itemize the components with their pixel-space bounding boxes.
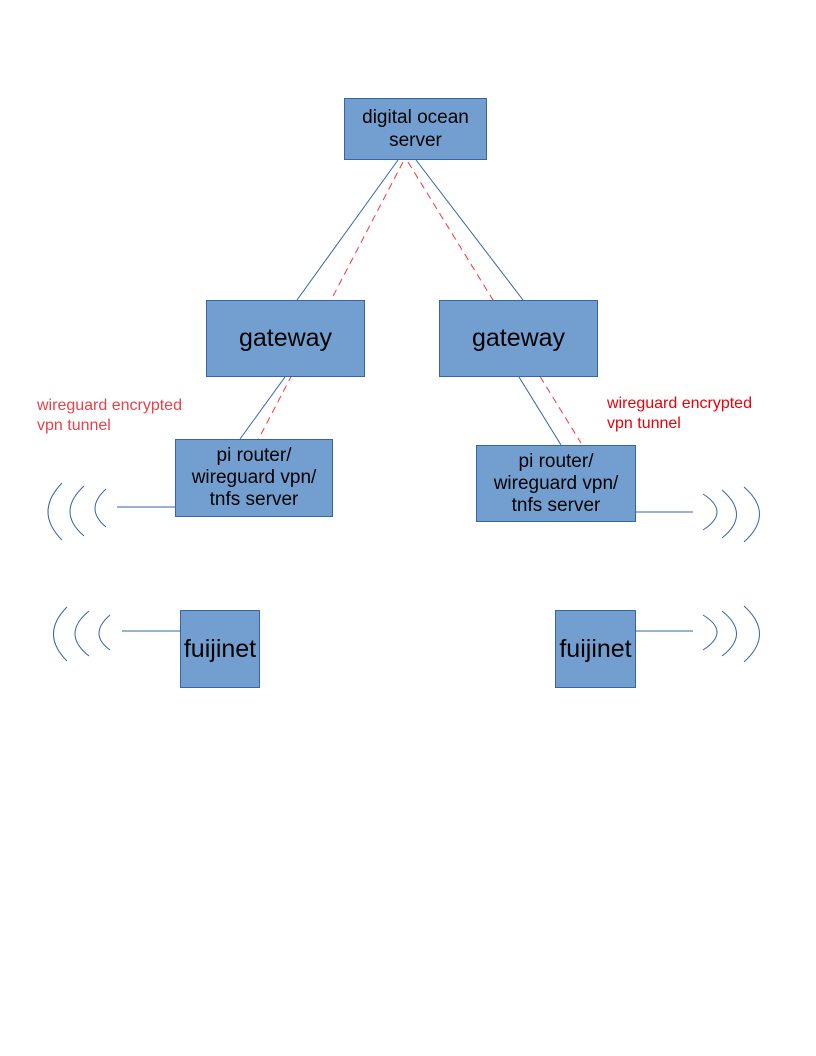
tunnel-right bbox=[407, 161, 582, 444]
fujinet-left-node: fuijinet bbox=[180, 610, 260, 688]
link-server-gateway-right bbox=[415, 159, 524, 301]
digital-ocean-server-node: digital ocean server bbox=[344, 98, 487, 160]
wifi-links bbox=[117, 506, 693, 632]
link-gateway-router-right bbox=[518, 376, 562, 446]
node-label: gateway bbox=[238, 324, 333, 352]
pi-router-left-node: pi router/ wireguard vpn/ tnfs server bbox=[175, 439, 333, 517]
node-label: digital ocean server bbox=[362, 107, 469, 151]
links bbox=[239, 159, 562, 446]
wifi-signal-icon bbox=[702, 486, 760, 543]
node-label: gateway bbox=[471, 324, 566, 352]
node-label: pi router/ wireguard vpn/ tnfs server bbox=[191, 445, 317, 510]
fujinet-right-node: fuijinet bbox=[555, 610, 636, 688]
link-server-gateway-left bbox=[296, 159, 399, 301]
wifi-signal-icon bbox=[53, 606, 111, 662]
gateway-right-node: gateway bbox=[439, 300, 598, 377]
link-gateway-router-left bbox=[239, 376, 286, 440]
wifi-signal-icon bbox=[47, 482, 107, 541]
tunnel-label-left: wireguard encrypted vpn tunnel bbox=[37, 397, 182, 434]
node-label: fuijinet bbox=[559, 634, 632, 663]
pi-router-right-node: pi router/ wireguard vpn/ tnfs server bbox=[476, 445, 636, 522]
node-label: fuijinet bbox=[183, 634, 257, 663]
node-label: pi router/ wireguard vpn/ tnfs server bbox=[493, 450, 619, 516]
wifi-signal-icon bbox=[702, 605, 760, 663]
gateway-left-node: gateway bbox=[206, 300, 365, 377]
tunnel-label-right: wireguard encrypted vpn tunnel bbox=[607, 395, 752, 432]
